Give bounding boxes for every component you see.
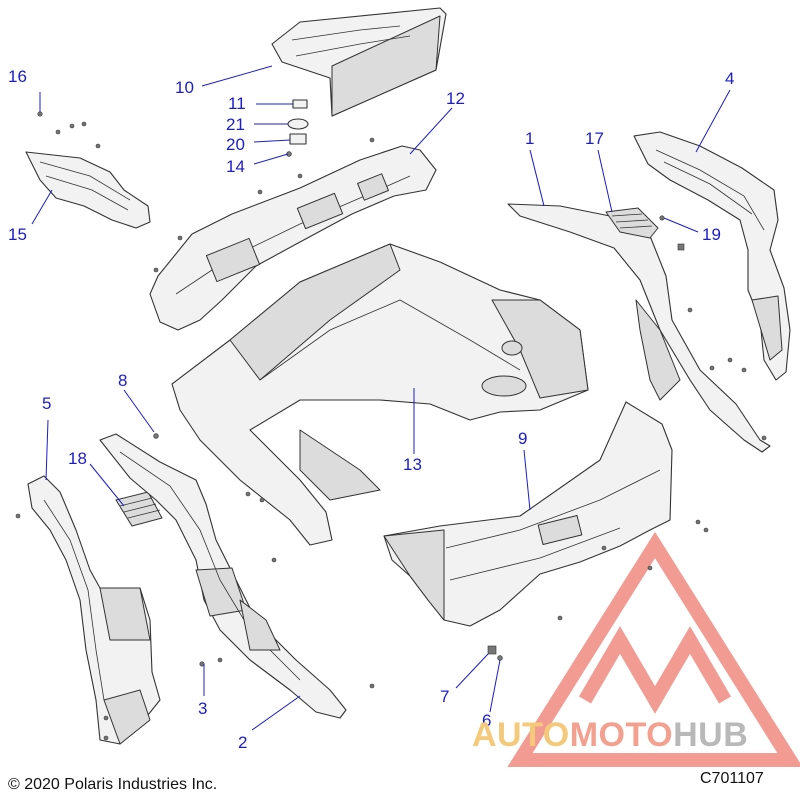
- part-7-nut: [487, 645, 497, 655]
- leader-lines: [31, 65, 731, 731]
- callout-5: 5: [42, 394, 52, 413]
- callout-4: 4: [725, 69, 735, 88]
- callout-10: 10: [175, 78, 194, 97]
- watermark-auto: AUTO: [472, 716, 570, 754]
- callout-16: 16: [8, 67, 27, 86]
- part-18-grille: [115, 491, 163, 527]
- callout-13: 13: [403, 455, 422, 474]
- watermark-moto: MOTO: [569, 716, 674, 754]
- part-15-panel: [25, 151, 151, 229]
- part-13-cargo-tub: [171, 243, 589, 546]
- callout-19: 19: [702, 225, 721, 244]
- callout-6: 6: [482, 711, 492, 730]
- callout-8: 8: [118, 371, 128, 390]
- part-21-clip: [287, 118, 309, 130]
- part-4-side-panel: [633, 131, 791, 381]
- callout-9: 9: [518, 429, 528, 448]
- watermark-text: AUTOMOTOHUB: [472, 718, 748, 752]
- part-10-tray: [271, 7, 447, 117]
- part-11-clip: [292, 99, 308, 109]
- callout-20: 20: [226, 135, 245, 154]
- callout-14: 14: [226, 157, 245, 176]
- part-9-rear-panel: [383, 401, 673, 627]
- callout-21: 21: [226, 115, 245, 134]
- watermark-logo: [507, 531, 800, 767]
- diagram-code: C701107: [700, 770, 764, 787]
- part-3-screw: [199, 657, 223, 667]
- part-6-screw: [497, 655, 503, 661]
- part-12-bulkhead: [149, 137, 437, 331]
- part-16-screw: [37, 111, 101, 149]
- callout-17: 17: [585, 129, 604, 148]
- part-1-rail: [507, 203, 771, 453]
- part-17-grille: [605, 207, 659, 239]
- callout-12: 12: [446, 89, 465, 108]
- callout-11: 11: [228, 94, 246, 113]
- callout-1: 1: [525, 129, 535, 148]
- part-20-nut: [289, 133, 307, 145]
- part-2-rail-panel: [99, 433, 347, 719]
- callout-18: 18: [68, 449, 87, 468]
- callout-7: 7: [440, 687, 450, 706]
- part-8-screw: [153, 433, 159, 439]
- part-5-side-panel: [27, 475, 161, 745]
- callout-15: 15: [8, 225, 27, 244]
- copyright-text: © 2020 Polaris Industries Inc.: [8, 776, 218, 793]
- misc-hardware: [15, 307, 767, 741]
- watermark-hub: HUB: [673, 716, 749, 754]
- callout-2: 2: [238, 733, 248, 752]
- callout-3: 3: [198, 699, 208, 718]
